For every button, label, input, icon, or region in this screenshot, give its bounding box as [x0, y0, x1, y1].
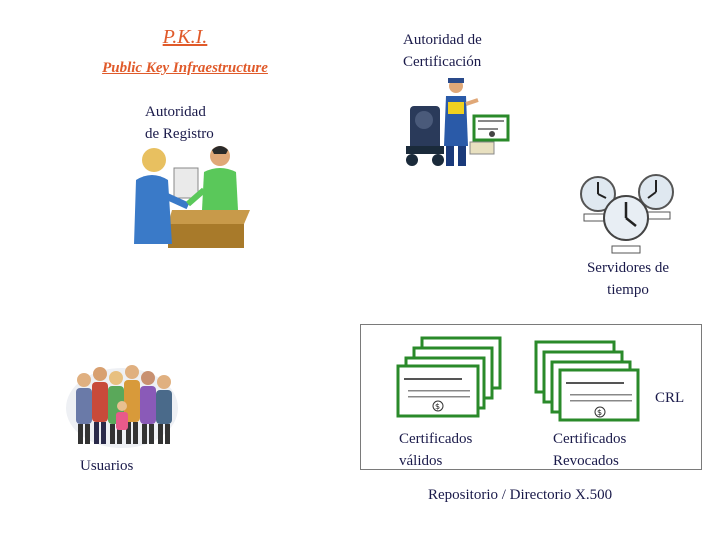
ra-label: Autoridad de Registro: [145, 101, 214, 145]
revoked-certificates-icon: $: [534, 340, 640, 422]
time-servers-label-line2: tiempo: [607, 282, 649, 298]
repository-label: Repositorio / Directorio X.500: [428, 487, 613, 503]
svg-text:$: $: [435, 402, 440, 411]
people-group-icon: [66, 365, 178, 448]
printer-worker-icon: [406, 78, 510, 166]
valid-certificates-label-line2: válidos: [399, 453, 443, 469]
time-servers-label: Servidores de tiempo: [578, 257, 678, 301]
ra-label-line1: Autoridad: [145, 104, 206, 120]
crl-label: CRL: [655, 390, 685, 406]
clocks-icon: [580, 174, 674, 254]
registration-desk-icon: [134, 146, 250, 248]
ca-label-line1: Autoridad de: [403, 32, 482, 48]
svg-text:$: $: [597, 408, 602, 417]
valid-certificates-label-line1: Certificados: [399, 431, 473, 447]
users-label: Usuarios: [80, 458, 134, 474]
ca-label: Autoridad de Certificación: [403, 29, 482, 73]
page-title: P.K.I.: [162, 26, 208, 48]
ra-label-line2: de Registro: [145, 126, 214, 142]
revoked-certificates-label-line2: Revocados: [553, 453, 619, 469]
ca-label-line2: Certificación: [403, 54, 482, 70]
valid-certificates-icon: $: [396, 336, 502, 418]
revoked-certificates-label-line1: Certificados: [553, 431, 627, 447]
time-servers-label-line1: Servidores de: [586, 260, 670, 276]
page-subtitle: Public Key Infraestructure: [102, 60, 268, 76]
valid-certificates-label: Certificados válidos: [399, 428, 472, 472]
revoked-certificates-label: Certificados Revocados: [553, 428, 626, 472]
